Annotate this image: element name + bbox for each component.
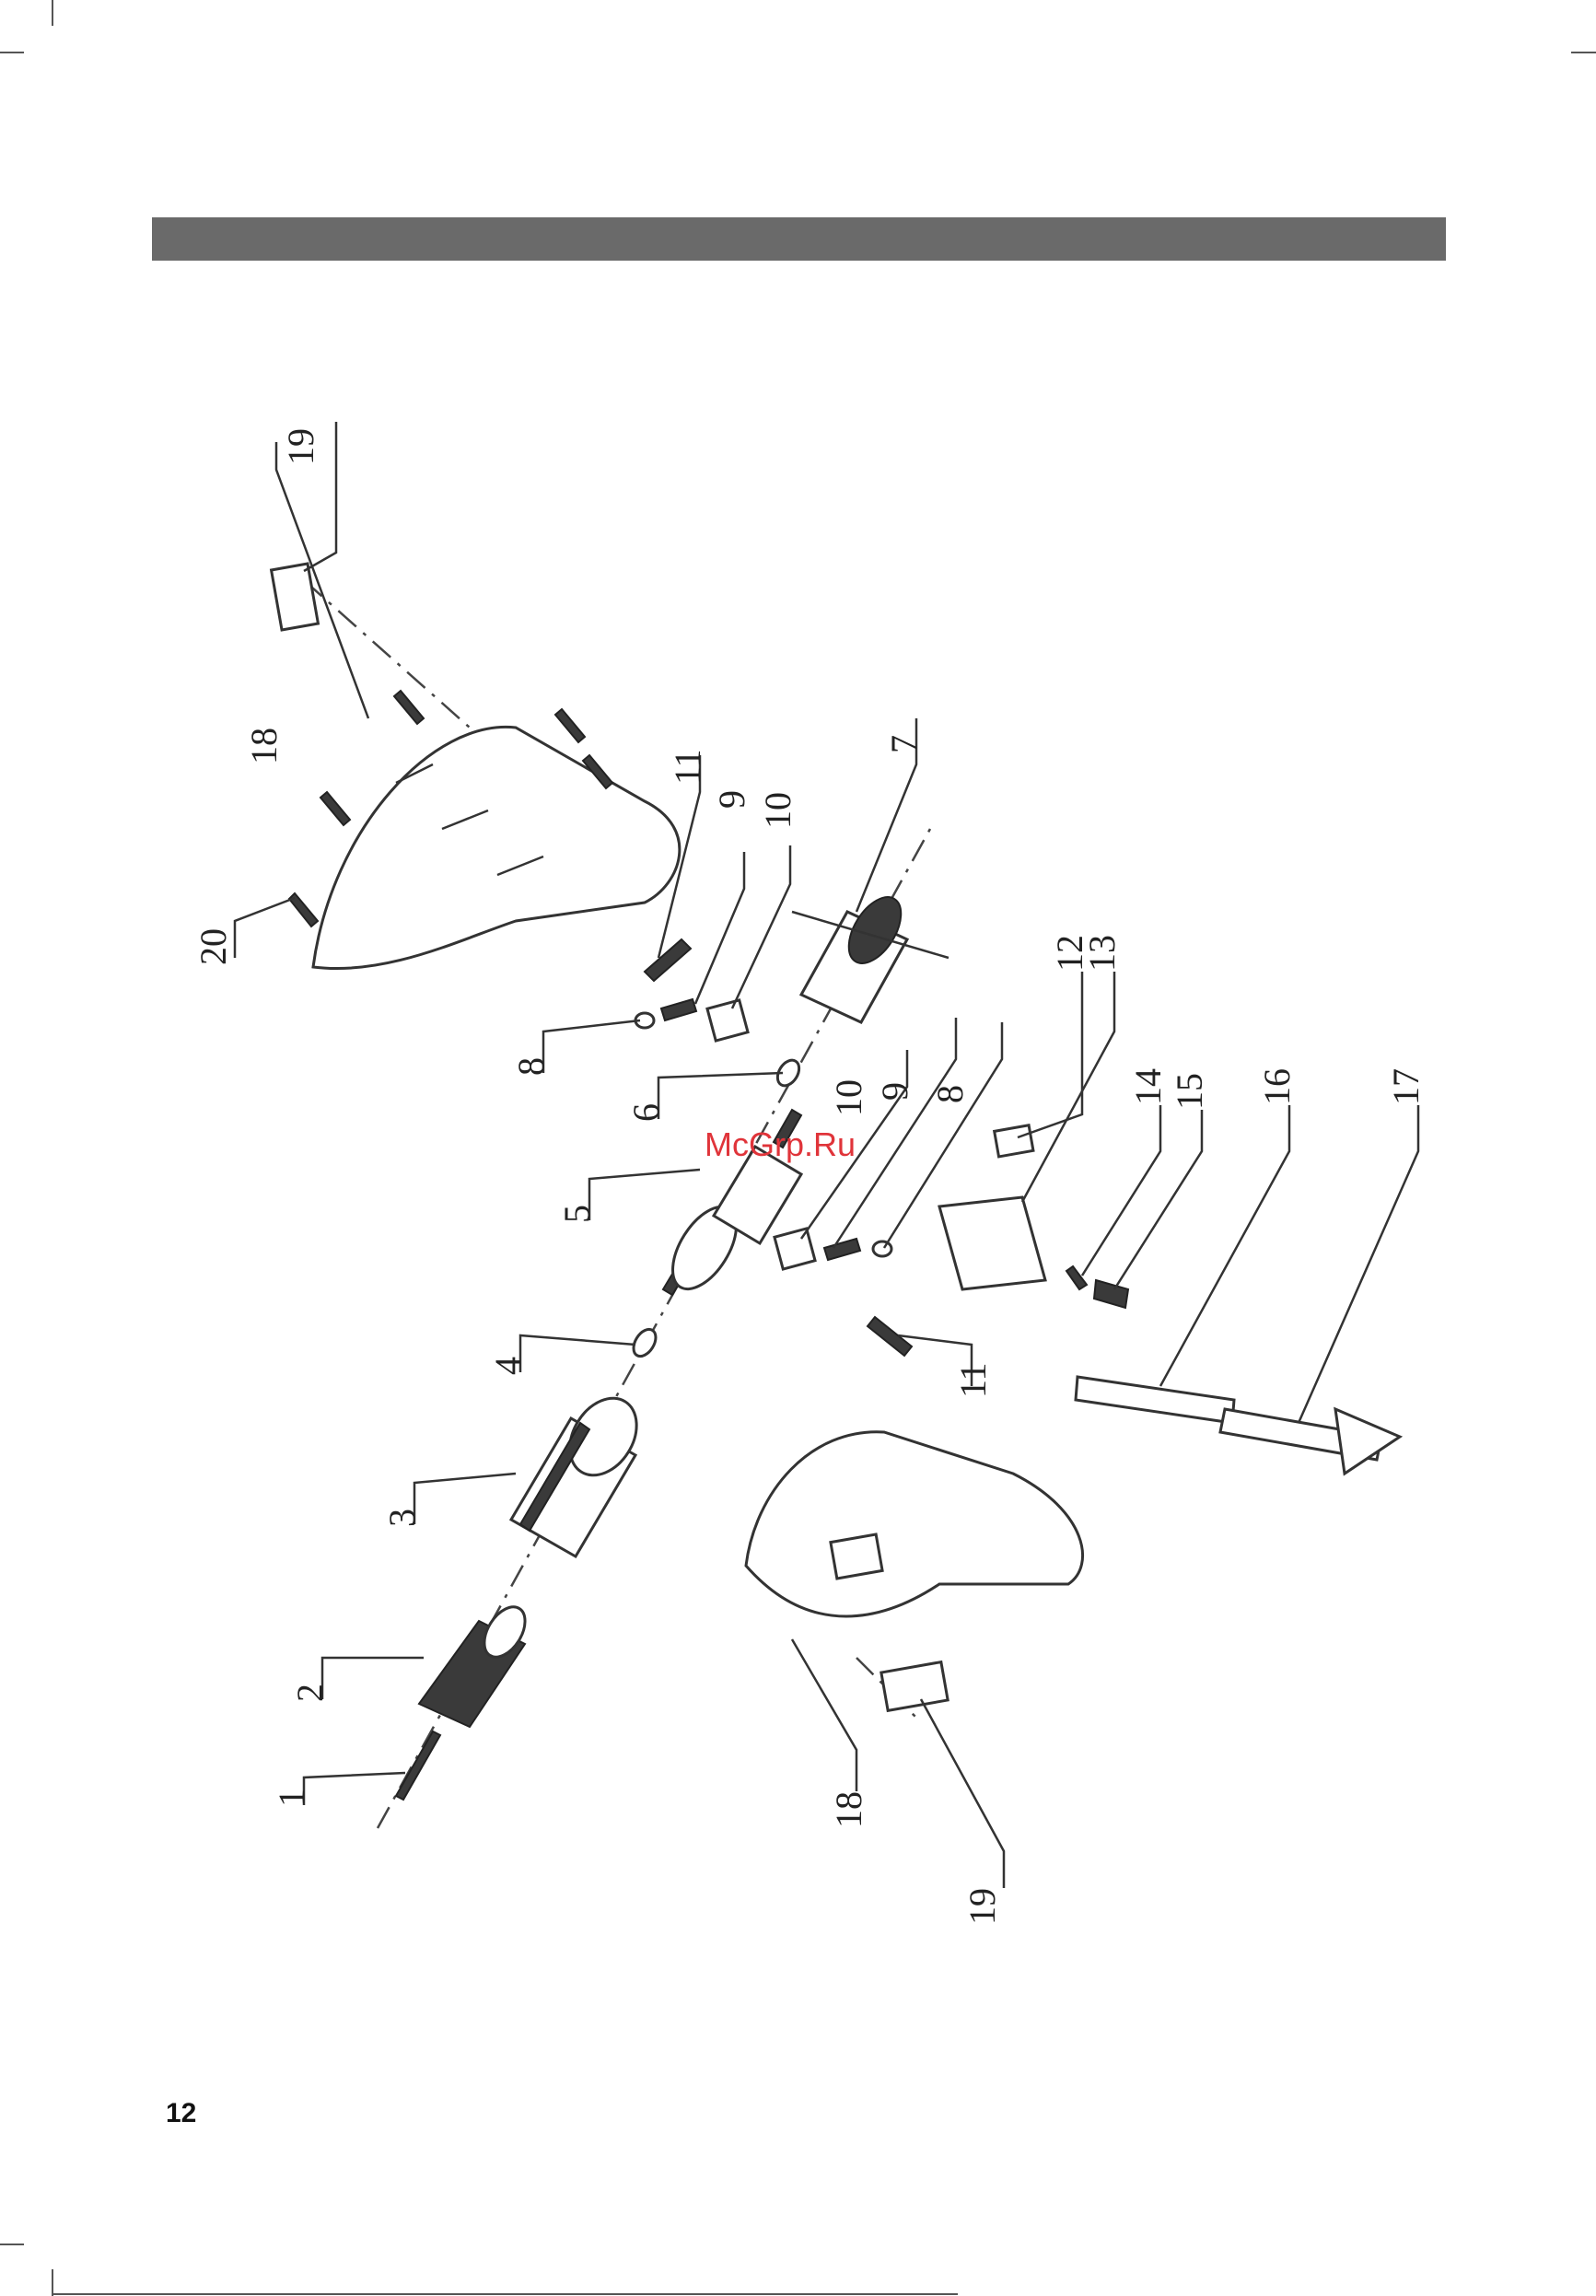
label-2: 2	[289, 1684, 331, 1702]
label-15: 15	[1169, 1073, 1210, 1110]
label-19-bottom: 19	[961, 1888, 1003, 1925]
label-7: 7	[883, 735, 925, 753]
part-1-screw	[396, 1731, 440, 1800]
part-7-stator	[792, 888, 949, 1022]
part-2-chuck	[419, 1600, 533, 1727]
brush-set-bottom	[775, 1229, 912, 1356]
part-13-switch	[939, 1197, 1045, 1289]
label-11-bottom: 11	[952, 1362, 994, 1398]
label-8-bottom: 8	[929, 1085, 971, 1103]
label-10-top: 10	[757, 792, 798, 829]
label-5: 5	[556, 1205, 598, 1223]
label-11-top: 11	[667, 749, 708, 785]
part-19-plate-top	[272, 564, 319, 630]
label-3: 3	[381, 1509, 423, 1527]
brush-set-top	[635, 939, 748, 1041]
part-18-housing-bottom	[746, 1432, 1083, 1616]
label-16: 16	[1256, 1068, 1298, 1105]
label-20: 20	[192, 928, 234, 965]
label-4: 4	[487, 1357, 529, 1375]
label-18-bottom: 18	[828, 1791, 869, 1828]
part-19-plate-bottom	[881, 1662, 948, 1711]
part-labels: 1 2 3 4 5 6 7 8 9 10 11 12 13 14 15 16 1…	[192, 428, 1427, 1925]
label-10-bottom: 10	[828, 1079, 869, 1116]
label-6: 6	[625, 1103, 667, 1122]
label-18-top: 18	[243, 728, 285, 764]
part-14-screw	[1066, 1266, 1087, 1289]
label-14: 14	[1127, 1068, 1169, 1105]
page-number: 12	[166, 2098, 196, 2129]
label-13: 13	[1081, 935, 1123, 972]
label-8-top: 8	[510, 1057, 552, 1076]
part-3-gearbox	[511, 1386, 650, 1556]
label-17: 17	[1385, 1068, 1427, 1105]
label-9-top: 9	[711, 790, 752, 809]
part-18-housing-top	[313, 727, 680, 968]
part-12-switch-button	[995, 1125, 1033, 1157]
watermark: McGrp.Ru	[705, 1125, 856, 1164]
label-9-bottom: 9	[874, 1082, 915, 1101]
label-19-top: 19	[280, 428, 321, 465]
part-15-cord-clamp	[1094, 1280, 1128, 1308]
part-4-bearing	[629, 1325, 660, 1360]
label-1: 1	[271, 1789, 312, 1807]
part-16-17-cord-plug	[1076, 1377, 1400, 1474]
